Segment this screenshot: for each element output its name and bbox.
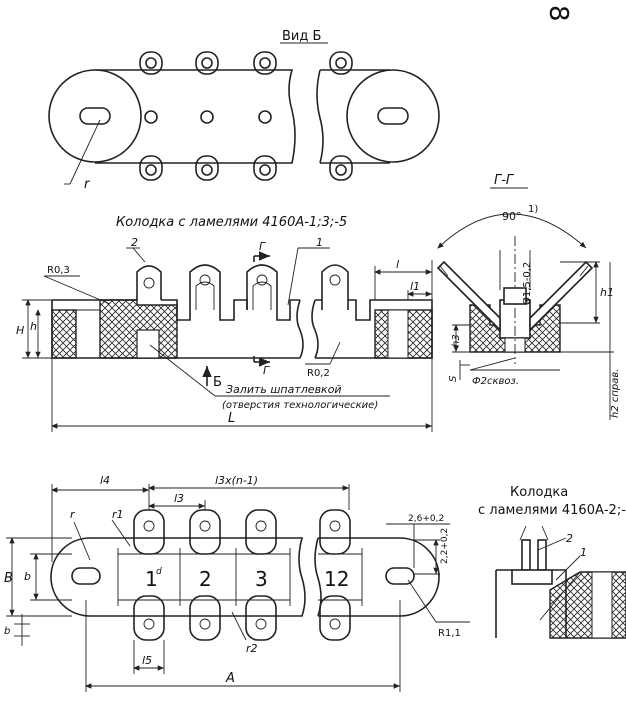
view-b: Вид Б r [48, 29, 440, 192]
main-section: H h R0,3 2 1 Г Г R0,2 l l1 Б [16, 236, 433, 432]
variant-callout-2: 2 [566, 532, 573, 545]
note-holes: (отверстия технологические) [222, 400, 378, 411]
note-fill: Залить шпатлевкой [226, 383, 342, 396]
radius-r11: R1,1 [438, 628, 461, 639]
dim-A: A [225, 671, 235, 686]
dim-L: L [228, 411, 235, 426]
radius-r1: r1 [112, 508, 124, 521]
radius-r: r [70, 508, 76, 521]
dim-d: d [156, 567, 162, 577]
hole-bottom: Ф2сквоз. [472, 376, 519, 387]
radius-r02: R0,2 [307, 368, 330, 379]
plan-view: 1 2 3 12 l4 l3x(n-1) l3 r r1 B b b d [4, 474, 470, 692]
title-variant-1: Колодка с ламелями 4160А-1;3;-5 [116, 215, 347, 230]
dim-l3n: l3x(n-1) [215, 474, 258, 487]
variant-callout-1: 1 [580, 546, 587, 559]
dim-h3: h3 [451, 334, 462, 347]
section-gg: Г-Г 90° 1) Ø1,5-0,2 h1 h3 S Ф2сквоз. [436, 173, 621, 420]
cut-mark-top: Г [259, 240, 266, 253]
dim-l: l [396, 258, 399, 271]
dim-h1: h1 [600, 286, 614, 299]
lamel-number-1: 1 [145, 567, 158, 591]
section-gg-title: Г-Г [494, 173, 515, 188]
dim-h2: h2 справ. [610, 369, 621, 418]
dim-B: B [4, 571, 13, 586]
angle-label: 90° [502, 210, 522, 223]
dim-l5: l5 [142, 654, 152, 667]
lamel-number-2: 2 [199, 567, 212, 591]
variant-title-2: с ламелями 4160А-2;-4 [478, 503, 626, 518]
dim-22: 2,2+0,2 [440, 528, 450, 564]
callout-1: 1 [316, 236, 323, 249]
variant-detail: Колодка с ламелями 4160А-2;-4 2 1 [478, 485, 626, 639]
dim-h: h [30, 320, 37, 333]
radius-r03: R0,3 [47, 265, 70, 276]
lamel-number-12: 12 [324, 567, 349, 591]
page-number: 8 [543, 5, 573, 22]
radius-r2: r2 [246, 642, 258, 655]
dim-H: H [16, 324, 24, 337]
cut-mark-bottom: Г [263, 364, 270, 377]
lamel-number-3: 3 [255, 567, 268, 591]
angle-note: 1) [528, 204, 538, 215]
variant-title-1: Колодка [510, 485, 568, 500]
dim-l1: l1 [410, 280, 420, 293]
hole-dim: Ø1,5-0,2 [521, 262, 533, 305]
dim-l4: l4 [100, 474, 110, 487]
callout-2: 2 [131, 236, 138, 249]
dim-26: 2,6+0,2 [408, 514, 444, 524]
view-b-title: Вид Б [282, 29, 321, 44]
dim-b: b [24, 570, 31, 583]
view-b-arrow: Б [213, 375, 222, 390]
dim-b-small: b [4, 626, 10, 637]
view-b-radius: r [84, 177, 91, 192]
dim-l3: l3 [174, 492, 184, 505]
dim-s: S [448, 375, 459, 382]
